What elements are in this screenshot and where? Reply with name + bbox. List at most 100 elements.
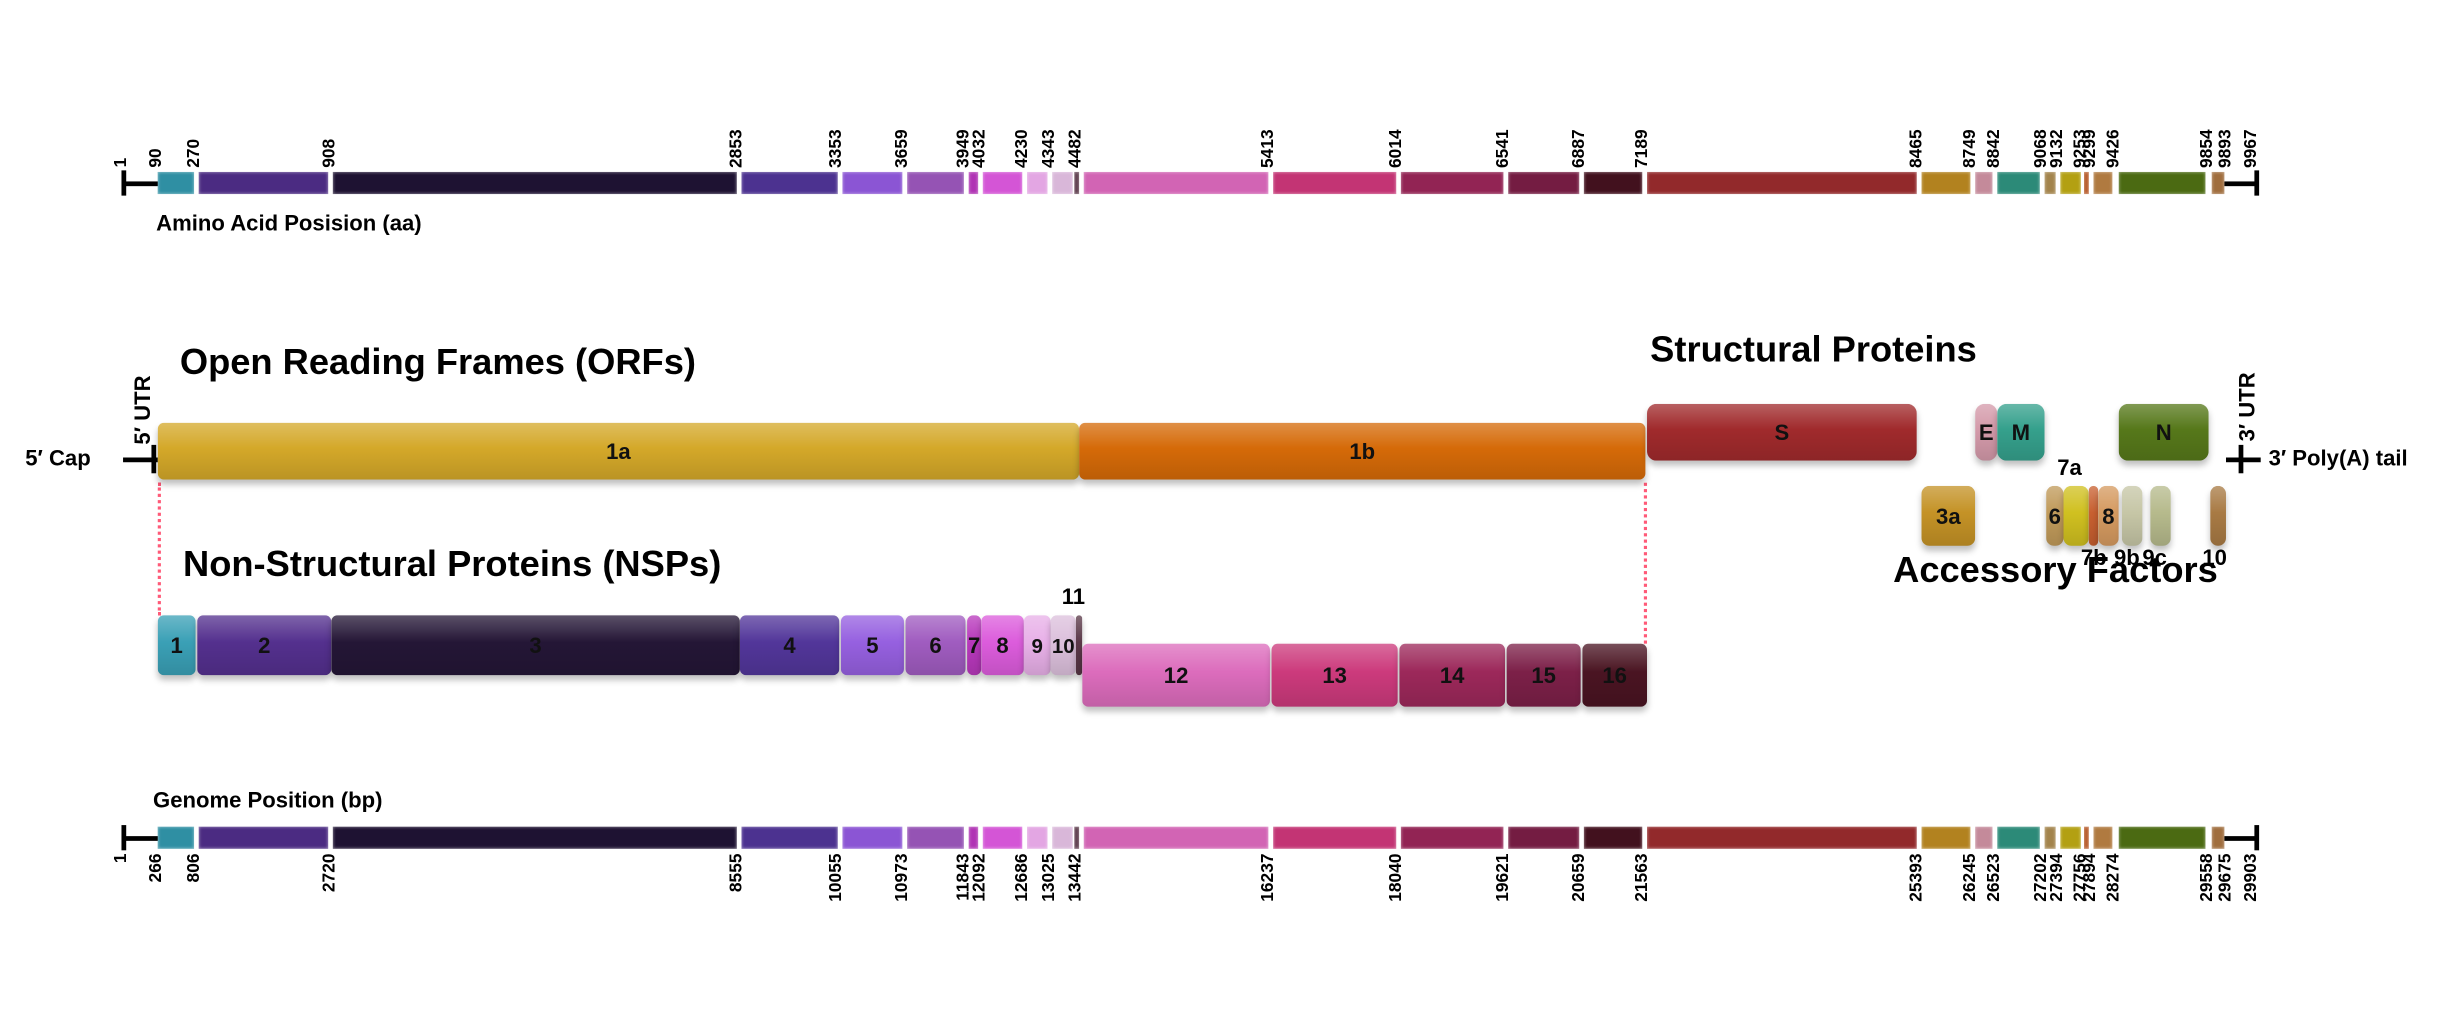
genome-segment-nsp13 bbox=[1273, 171, 1397, 195]
accessory-factor-7a bbox=[2063, 485, 2089, 546]
aa-position-label: 4482 bbox=[1066, 128, 1086, 168]
bp-position-label: 266 bbox=[146, 853, 166, 883]
accessory-factor-label: 9c bbox=[2142, 544, 2167, 570]
bp-position-label: 12092 bbox=[970, 853, 990, 902]
three-prime-utr-label: 3′ UTR bbox=[2233, 372, 2260, 442]
genome-segment-nsp5 bbox=[842, 826, 903, 849]
orf-nsp-connector-left bbox=[157, 482, 161, 616]
genome-segment-nsp9 bbox=[1027, 826, 1048, 849]
five-prime-utr-label: 5′ UTR bbox=[129, 375, 155, 445]
bp-position-label: 20659 bbox=[1569, 853, 1589, 902]
orf-nsp-connector-right bbox=[1643, 482, 1648, 644]
genome-segment-N bbox=[2118, 171, 2206, 195]
bp-position-label: 29675 bbox=[2216, 853, 2236, 902]
genome-segment-nsp9 bbox=[1027, 171, 1048, 195]
aa-position-label: 270 bbox=[184, 138, 204, 168]
bp-position-label: 27394 bbox=[2047, 853, 2067, 902]
bp-position-label: 8555 bbox=[727, 853, 747, 893]
genome-segment-8 bbox=[2093, 171, 2113, 195]
aa-position-label: 2853 bbox=[727, 128, 747, 168]
structural-protein-N: N bbox=[2118, 403, 2209, 461]
bp-position-label: 10973 bbox=[892, 853, 912, 902]
aa-position-label: 9299 bbox=[2080, 128, 2100, 168]
genome-segment-nsp1 bbox=[157, 171, 195, 195]
aa-position-label: 6541 bbox=[1493, 128, 1513, 168]
accessory-factors-heading: Accessory Factors bbox=[1893, 549, 2218, 591]
aa-position-label: 4343 bbox=[1039, 128, 1059, 168]
accessory-factor-label: 7b bbox=[2080, 544, 2107, 570]
genome-segment-nsp14 bbox=[1400, 171, 1504, 195]
bp-position-label: 18040 bbox=[1386, 853, 1406, 902]
bp-position-label: 21563 bbox=[1632, 853, 1652, 902]
bp-position-label: 26245 bbox=[1960, 853, 1980, 902]
genome-segment-nsp10 bbox=[1052, 171, 1073, 195]
nsp-16: 16 bbox=[1582, 643, 1648, 707]
bp-position-label: 10055 bbox=[826, 853, 846, 902]
accessory-factor-label: 10 bbox=[2202, 544, 2227, 570]
genome-segment-nsp7 bbox=[968, 171, 979, 195]
bp-position-label: 28274 bbox=[2104, 853, 2124, 902]
genome-segment-nsp13 bbox=[1273, 826, 1397, 849]
aa-position-label: 90 bbox=[146, 147, 166, 168]
five-prime-utr-tick bbox=[151, 444, 157, 474]
accessory-factor-9b bbox=[2121, 485, 2143, 546]
orf-1b-bar: 1b bbox=[1079, 422, 1646, 480]
aa-position-label: 5413 bbox=[1258, 128, 1278, 168]
bp-position-label: 1 bbox=[112, 853, 131, 864]
accessory-factor-10 bbox=[2210, 485, 2226, 546]
aa-axis-left-tick bbox=[121, 170, 127, 196]
nsp-7: 7 bbox=[967, 615, 982, 676]
genome-segment-E bbox=[1975, 826, 1993, 849]
bp-position-label: 13025 bbox=[1039, 853, 1059, 902]
genome-segment-8 bbox=[2093, 826, 2113, 849]
aa-position-label: 3353 bbox=[826, 128, 846, 168]
genome-segment-nsp6 bbox=[907, 171, 964, 195]
genome-segment-6 bbox=[2044, 826, 2056, 849]
nsp-1: 1 bbox=[157, 615, 196, 676]
aa-position-label: 6014 bbox=[1386, 128, 1406, 168]
nsp-4: 4 bbox=[739, 615, 840, 676]
structural-protein-E: E bbox=[1975, 403, 1998, 461]
accessory-factor-6: 6 bbox=[2046, 485, 2064, 546]
aa-position-label: 1 bbox=[112, 157, 131, 168]
genome-segment-N bbox=[2118, 826, 2206, 849]
genome-segment-nsp2 bbox=[198, 826, 329, 849]
genome-segment-nsp11 bbox=[1074, 826, 1080, 849]
nsp-2: 2 bbox=[197, 615, 332, 676]
aa-position-label: 3659 bbox=[892, 128, 912, 168]
aa-position-label: 9426 bbox=[2104, 128, 2124, 168]
genome-segment-S bbox=[1647, 826, 1917, 849]
structural-proteins-heading: Structural Proteins bbox=[1650, 328, 1977, 370]
genome-segment-nsp5 bbox=[842, 171, 903, 195]
genome-segment-10 bbox=[2211, 171, 2225, 195]
genome-segment-E bbox=[1975, 171, 1993, 195]
genome-segment-nsp8 bbox=[982, 826, 1023, 849]
genome-segment-nsp12 bbox=[1083, 826, 1269, 849]
bp-axis-right-line bbox=[2224, 836, 2256, 841]
three-prime-utr-line bbox=[2225, 457, 2261, 463]
nsp-13: 13 bbox=[1271, 643, 1398, 707]
genome-segment-7a bbox=[2060, 826, 2081, 849]
aa-axis-title: Amino Acid Posision (aa) bbox=[156, 209, 422, 236]
accessory-factor-label: 9b bbox=[2113, 544, 2140, 570]
accessory-factor-3a: 3a bbox=[1921, 485, 1976, 546]
nsp-11 bbox=[1075, 615, 1083, 676]
aa-position-label: 4230 bbox=[1012, 128, 1032, 168]
structural-protein-S: S bbox=[1647, 403, 1917, 461]
structural-protein-M: M bbox=[1997, 403, 2045, 461]
nsp-10: 10 bbox=[1050, 615, 1076, 676]
bp-position-label: 29903 bbox=[2241, 853, 2261, 902]
genome-segment-nsp16 bbox=[1583, 826, 1643, 849]
bp-position-label: 12686 bbox=[1012, 853, 1032, 902]
genome-segment-nsp16 bbox=[1583, 171, 1643, 195]
genome-segment-7b bbox=[2084, 171, 2089, 195]
bp-axis-right-tick bbox=[2254, 825, 2260, 851]
genome-segment-3a bbox=[1921, 171, 1971, 195]
aa-position-label: 9854 bbox=[2197, 128, 2217, 168]
genome-segment-M bbox=[1997, 826, 2040, 849]
genome-segment-nsp4 bbox=[741, 826, 838, 849]
bp-position-label: 806 bbox=[184, 853, 204, 883]
genome-segment-nsp8 bbox=[982, 171, 1023, 195]
nsp-8: 8 bbox=[981, 615, 1024, 676]
